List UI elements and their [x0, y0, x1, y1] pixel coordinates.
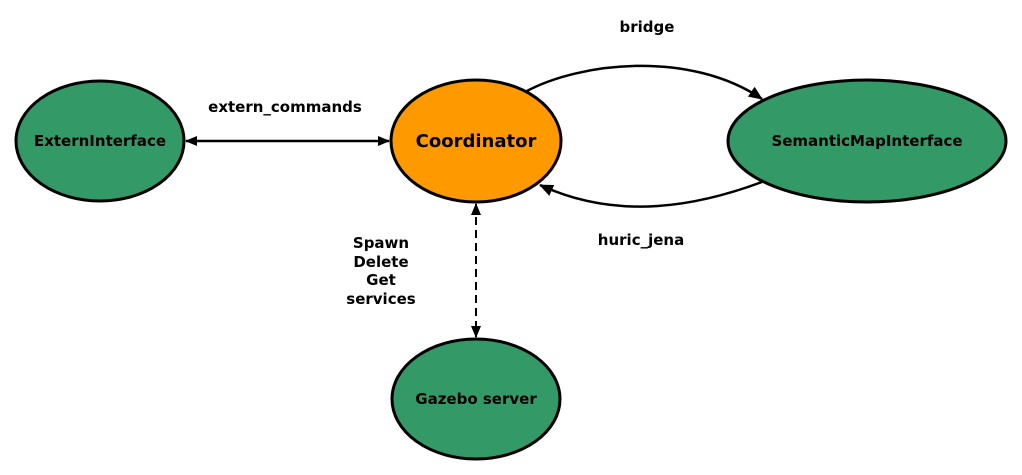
- edge-label-services-line: Delete: [353, 253, 408, 271]
- node-extern-interface-shape: [14, 79, 186, 203]
- node-gazebo-server[interactable]: Gazebo server: [390, 337, 562, 461]
- node-gazebo-server-shape: [390, 337, 562, 461]
- node-semantic-map-interface[interactable]: SemanticMapInterface: [726, 78, 1008, 204]
- node-coordinator-label: Coordinator: [416, 131, 537, 152]
- edge-label-services: Spawn Delete Get services: [346, 234, 415, 308]
- node-semantic-map-interface-shape: [726, 78, 1008, 204]
- edge-bridge: [524, 64, 763, 101]
- edge-label-services-line: services: [346, 290, 415, 308]
- edge-label-services-line: Get: [366, 271, 396, 289]
- node-extern-interface-label: ExternInterface: [34, 132, 166, 150]
- edge-label-services-line: Spawn: [353, 234, 409, 252]
- node-coordinator-shape: [389, 78, 563, 204]
- node-gazebo-server-label: Gazebo server: [415, 390, 537, 408]
- edge-label-bridge: bridge: [620, 18, 675, 36]
- node-semantic-map-interface-label: SemanticMapInterface: [771, 132, 962, 150]
- node-extern-interface[interactable]: ExternInterface: [14, 79, 186, 203]
- node-coordinator[interactable]: Coordinator: [389, 78, 563, 204]
- edge-label-huric-jena: huric_jena: [598, 231, 684, 249]
- edge-label-extern-commands: extern_commands: [208, 98, 362, 116]
- edge-huric-jena: [539, 180, 763, 208]
